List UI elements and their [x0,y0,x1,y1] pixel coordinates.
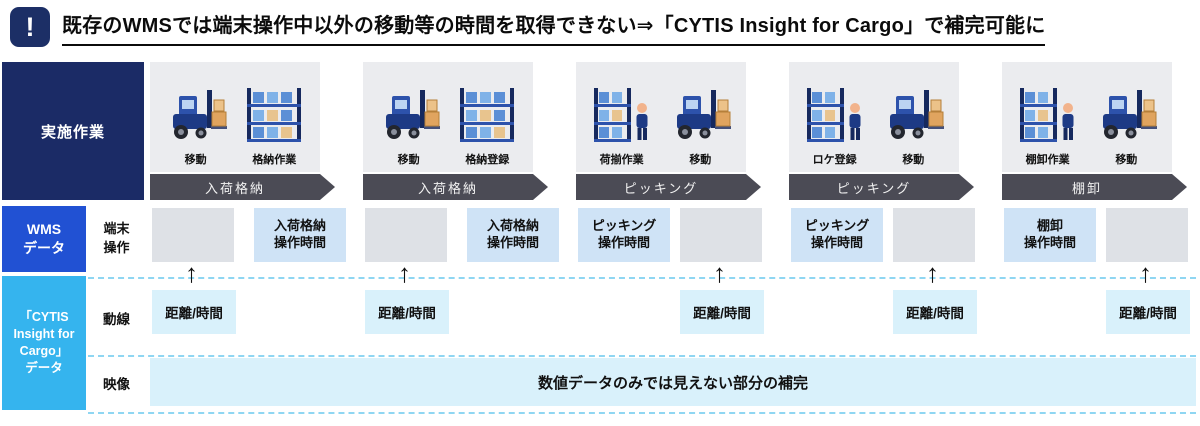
task-panel: 荷揃作業 移動 [576,62,746,172]
wms-operation-time-box: 入荷格納 操作時間 [467,208,559,262]
wms-gap-box [365,208,447,262]
task-label: 格納作業 [252,154,297,166]
task: 移動 [1093,86,1159,167]
up-arrow-icon: ↑ [713,258,726,288]
wms-gap-box [680,208,762,262]
page-title: 既存のWMSでは端末操作中以外の移動等の時間を取得できない⇒「CYTIS Ins… [62,7,1046,46]
task-label: 移動 [184,154,207,166]
wms-operation-time-box: ピッキング 操作時間 [578,208,670,262]
up-arrow-icon: ↑ [185,258,198,288]
groups-layer: 移動格納作業入荷格納入荷格納 操作時間↑距離/時間移動格納登録入荷格納入荷格納 … [150,62,1196,362]
row-label-cytis-data: 「CYTIS Insight for Cargo」 データ [2,276,86,410]
task: 棚卸作業 [1015,86,1081,167]
process-banner: ピッキング [789,174,974,200]
task-label: 格納登録 [465,154,510,166]
flow-distance-time-box: 距離/時間 [893,290,977,334]
rack-person-icon [1015,86,1081,149]
process-banner: ピッキング [576,174,761,200]
flow-distance-time-box: 距離/時間 [680,290,764,334]
task: ロケ登録 [802,86,868,167]
wms-operation-time-box: 棚卸 操作時間 [1004,208,1096,262]
task-label: 移動 [689,154,712,166]
wms-operation-time-box: 入荷格納 操作時間 [254,208,346,262]
process-banner: 棚卸 [1002,174,1187,200]
wms-gap-box [893,208,975,262]
row-sublabel-flow-line: 動線 [103,312,130,327]
up-arrow-icon: ↑ [1139,258,1152,288]
process-banner: 入荷格納 [150,174,335,200]
task-panel: 棚卸作業 移動 [1002,62,1172,172]
video-coverage-box: 数値データのみでは見えない部分の補完 [150,358,1196,406]
wms-gap-box [1106,208,1188,262]
forklift-icon [880,86,946,149]
wms-gap-box [152,208,234,262]
up-arrow-icon: ↑ [926,258,939,288]
flow-distance-time-box: 距離/時間 [365,290,449,334]
forklift-icon [376,86,442,149]
task: 荷揃作業 [589,86,655,167]
forklift-icon [163,86,229,149]
up-arrow-icon: ↑ [398,258,411,288]
forklift-icon [667,86,733,149]
task: 格納作業 [241,86,307,167]
dashed-divider-middle [88,355,1196,357]
dashed-divider-top [88,277,1196,279]
dashed-divider-bottom [88,412,1196,414]
header: ! 既存のWMSでは端末操作中以外の移動等の時間を取得できない⇒「CYTIS I… [10,7,1046,47]
row-sublabel-terminal: 端末 操作 [103,221,130,255]
row-sublabel-video: 映像 [103,377,130,392]
process-banner: 入荷格納 [363,174,548,200]
flow-distance-time-box: 距離/時間 [152,290,236,334]
task: 格納登録 [454,86,520,167]
task: 移動 [163,86,229,167]
task-label: 荷揃作業 [599,154,644,166]
rack-person-icon [802,86,868,149]
task: 移動 [880,86,946,167]
exclamation-icon: ! [10,7,50,47]
row-label-wms-data: WMS データ [2,206,86,272]
task: 移動 [667,86,733,167]
task-label: 移動 [1115,154,1138,166]
task-label: ロケ登録 [812,154,857,166]
rack-icon [454,86,520,149]
task-label: 棚卸作業 [1025,154,1070,166]
rack-person-icon [589,86,655,149]
row-label-work: 実施作業 [2,62,144,200]
task-label: 移動 [902,154,925,166]
forklift-icon [1093,86,1159,149]
flow-distance-time-box: 距離/時間 [1106,290,1190,334]
task: 移動 [376,86,442,167]
task-panel: 移動 格納登録 [363,62,533,172]
wms-operation-time-box: ピッキング 操作時間 [791,208,883,262]
rack-icon [241,86,307,149]
task-panel: ロケ登録 移動 [789,62,959,172]
task-label: 移動 [397,154,420,166]
task-panel: 移動 格納作業 [150,62,320,172]
